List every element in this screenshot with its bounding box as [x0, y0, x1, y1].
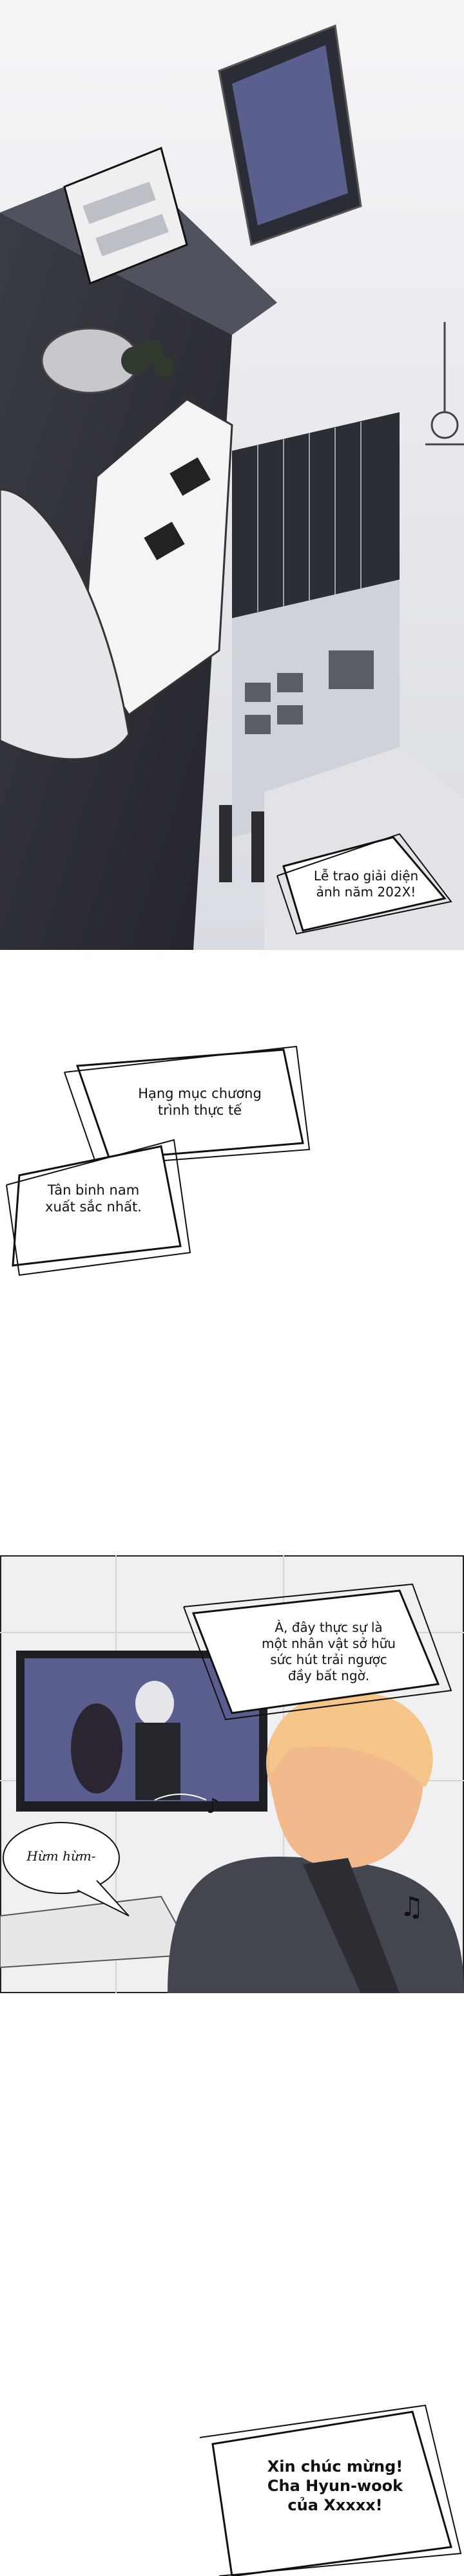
- panel-award-hall: Lễ trao giải diện ảnh năm 202X!: [0, 0, 464, 950]
- svg-text:♪: ♪: [206, 1794, 219, 1818]
- award-caption: Tân binh nam xuất sắc nhất.: [45, 1182, 142, 1215]
- panel-congrats: Xin chúc mừng! Cha Hyun-wook của Xxxxx!: [0, 1993, 464, 2576]
- tv-commentary-speech: À, đây thực sự là một nhân vật sở hữu sứ…: [262, 1620, 396, 1683]
- humming-speech: Hừm hừm-: [26, 1848, 96, 1864]
- category-caption: Hạng mục chương trình thực tế: [138, 1086, 262, 1119]
- congrats-bubble-shape: [199, 2404, 462, 2576]
- award-hall-illustration: [0, 0, 464, 950]
- award-ceremony-caption: Lễ trao giải diện ảnh năm 202X!: [313, 868, 419, 900]
- svg-text:♫: ♫: [400, 1891, 424, 1922]
- tv-watching-illustration: ♪ ♫: [0, 1555, 464, 1993]
- congrats-speech: Xin chúc mừng! Cha Hyun-wook của Xxxxx!: [267, 2458, 403, 2514]
- narration-boxes: [6, 1045, 311, 1276]
- panel-watching-tv: ♪ ♫ À, đây thực sự là một nhân vật sở hữ…: [0, 1555, 464, 1993]
- narration-area: Hạng mục chương trình thực tế Tân binh n…: [0, 950, 464, 1555]
